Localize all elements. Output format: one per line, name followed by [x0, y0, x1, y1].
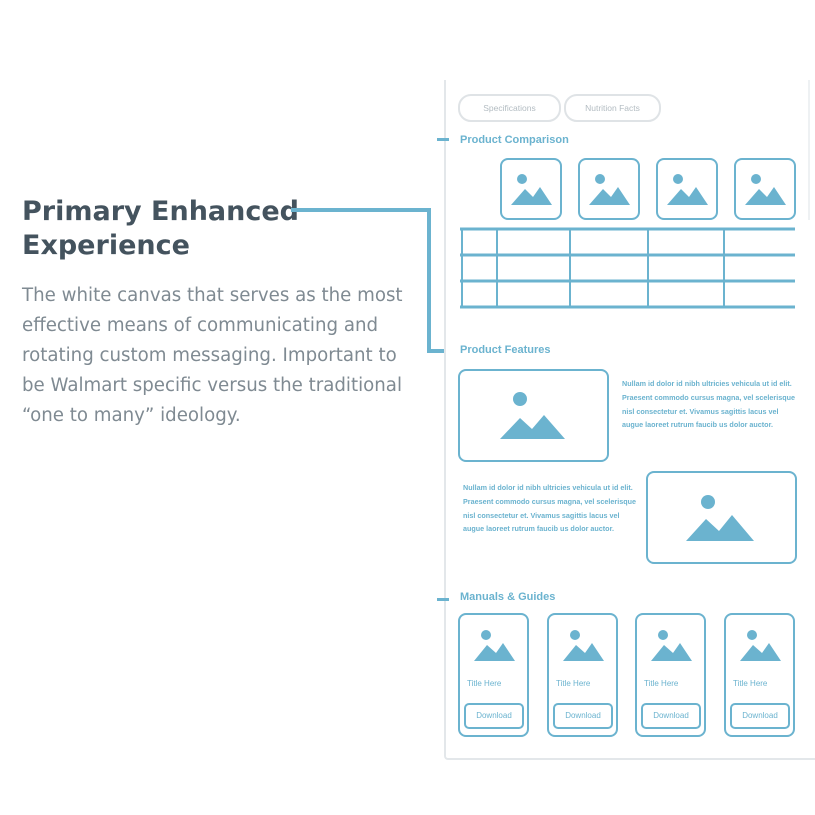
panel-right-edge — [808, 80, 810, 220]
section-tick-comparison — [437, 138, 449, 141]
image-placeholder-icon — [686, 495, 754, 541]
manual-card-title: Title Here — [467, 679, 502, 688]
image-placeholder-icon — [589, 174, 630, 205]
manual-card-title: Title Here — [556, 679, 591, 688]
manual-card-title: Title Here — [733, 679, 768, 688]
callout-description: The white canvas that serves as the most… — [22, 285, 403, 426]
image-placeholder-icon — [511, 174, 552, 205]
image-placeholder-icon — [563, 630, 604, 661]
tab-nutrition-facts[interactable]: Nutrition Facts — [564, 94, 661, 122]
section-title-manuals: Manuals & Guides — [460, 591, 556, 603]
feature-image-1 — [458, 369, 609, 462]
feature-image-2 — [646, 471, 797, 564]
download-button[interactable]: Download — [464, 703, 524, 729]
download-button[interactable]: Download — [730, 703, 790, 729]
comparison-image-1 — [500, 158, 562, 220]
tab-specifications[interactable]: Specifications — [458, 94, 561, 122]
section-title-comparison: Product Comparison — [460, 134, 569, 146]
manual-card-2[interactable]: Title Here Download — [547, 613, 618, 737]
connector-horizontal-top — [291, 208, 431, 212]
download-button[interactable]: Download — [553, 703, 613, 729]
feature-copy-2: Nullam id dolor id nibh ultricies vehicu… — [463, 483, 636, 534]
download-button[interactable]: Download — [641, 703, 701, 729]
manual-card-4[interactable]: Title Here Download — [724, 613, 795, 737]
section-title-features: Product Features — [460, 344, 551, 356]
comparison-image-3 — [656, 158, 718, 220]
section-tick-manuals — [437, 598, 449, 601]
image-placeholder-icon — [474, 630, 515, 661]
connector-horizontal-bottom — [427, 349, 457, 353]
manual-card-3[interactable]: Title Here Download — [635, 613, 706, 737]
comparison-image-4 — [734, 158, 796, 220]
image-placeholder-icon — [745, 174, 786, 205]
comparison-image-2 — [578, 158, 640, 220]
manual-card-title: Title Here — [644, 679, 679, 688]
callout-headline: Primary Enhanced Experience — [22, 196, 300, 261]
image-placeholder-icon — [740, 630, 781, 661]
feature-copy-1: Nullam id dolor id nibh ultricies vehicu… — [622, 379, 795, 430]
comparison-table — [460, 227, 795, 309]
image-placeholder-icon — [651, 630, 692, 661]
manual-card-1[interactable]: Title Here Download — [458, 613, 529, 737]
image-placeholder-icon — [500, 392, 565, 439]
image-placeholder-icon — [667, 174, 708, 205]
connector-vertical — [427, 208, 431, 353]
